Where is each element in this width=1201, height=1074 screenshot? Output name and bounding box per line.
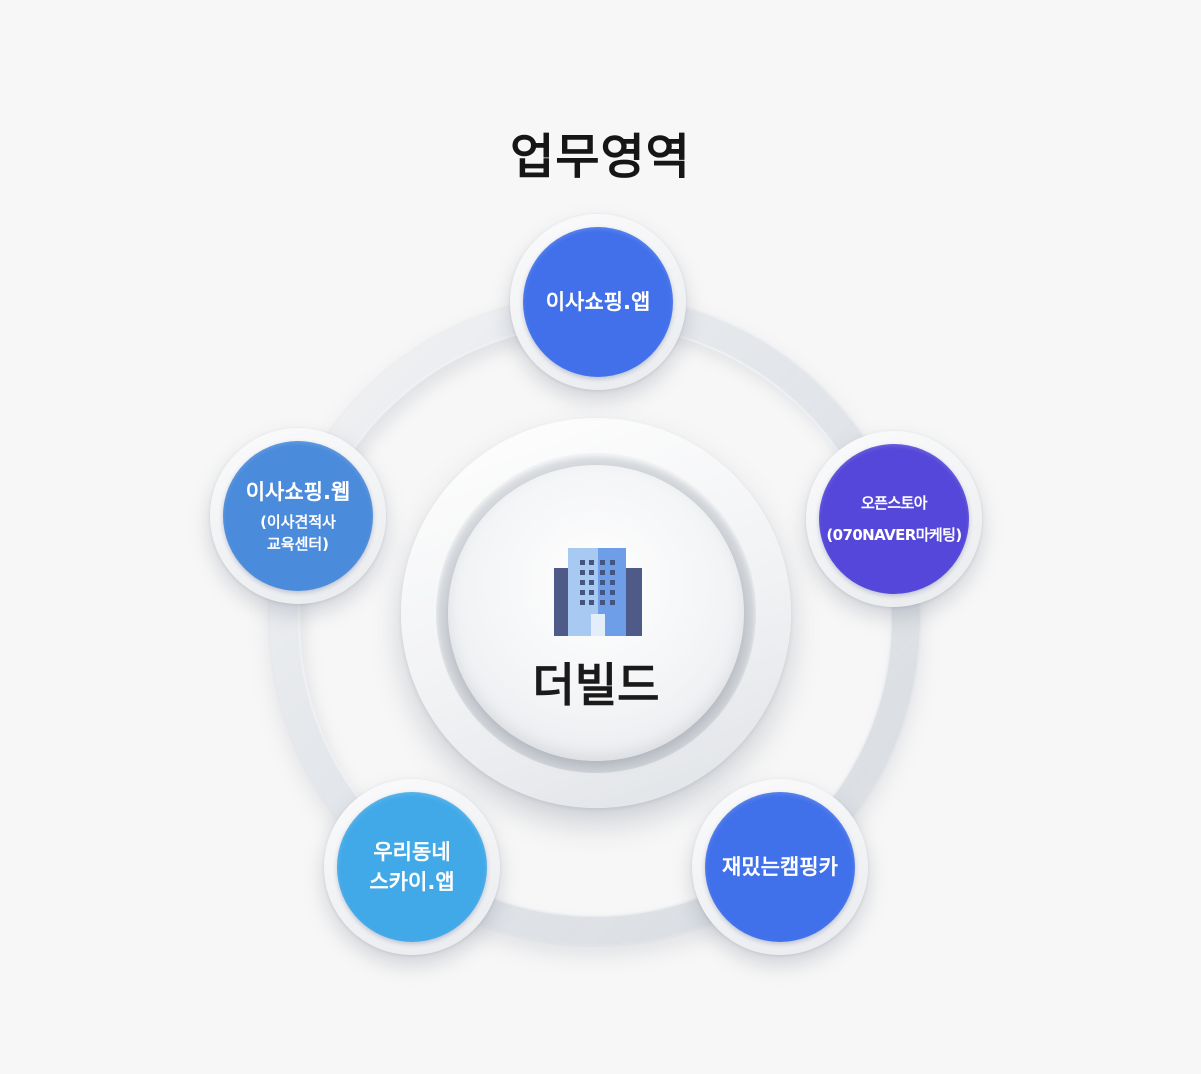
node-web-sub-line2: 교육센터) (266, 535, 330, 553)
node-web[interactable]: 이사쇼핑.웹 (이사견적사 교육센터) (210, 428, 386, 604)
node-web-title: 이사쇼핑.웹 (245, 480, 351, 504)
node-sky[interactable]: 우리동네 스카이.앱 (324, 779, 500, 955)
node-store[interactable]: 오픈스토아 (070NAVER마케팅) (806, 431, 982, 607)
node-sky-line2: 스카이.앱 (369, 870, 455, 894)
node-camp[interactable]: 재밌는캠핑카 (692, 779, 868, 955)
node-web-sub-line1: (이사견적사 (260, 513, 336, 531)
node-sky-line1: 우리동네 (373, 840, 451, 864)
node-web-disc: 이사쇼핑.웹 (이사견적사 교육센터) (223, 441, 373, 591)
node-camp-disc: 재밌는캠핑카 (705, 792, 855, 942)
hub-label: 더빌드 (532, 658, 660, 712)
node-store-line1: 오픈스토아 (860, 494, 928, 512)
building-door (591, 614, 605, 636)
building-windows (580, 560, 615, 605)
node-store-disc: 오픈스토아 (070NAVER마케팅) (819, 444, 969, 594)
node-app[interactable]: 이사쇼핑.앱 (510, 214, 686, 390)
node-app-title: 이사쇼핑.앱 (545, 290, 651, 314)
building-icon (554, 548, 642, 636)
node-store-line2: (070NAVER마케팅) (826, 526, 962, 544)
node-camp-title: 재밌는캠핑카 (722, 855, 838, 879)
page-title: 업무영역 (510, 129, 691, 185)
node-sky-disc: 우리동네 스카이.앱 (337, 792, 487, 942)
node-app-disc: 이사쇼핑.앱 (523, 227, 673, 377)
